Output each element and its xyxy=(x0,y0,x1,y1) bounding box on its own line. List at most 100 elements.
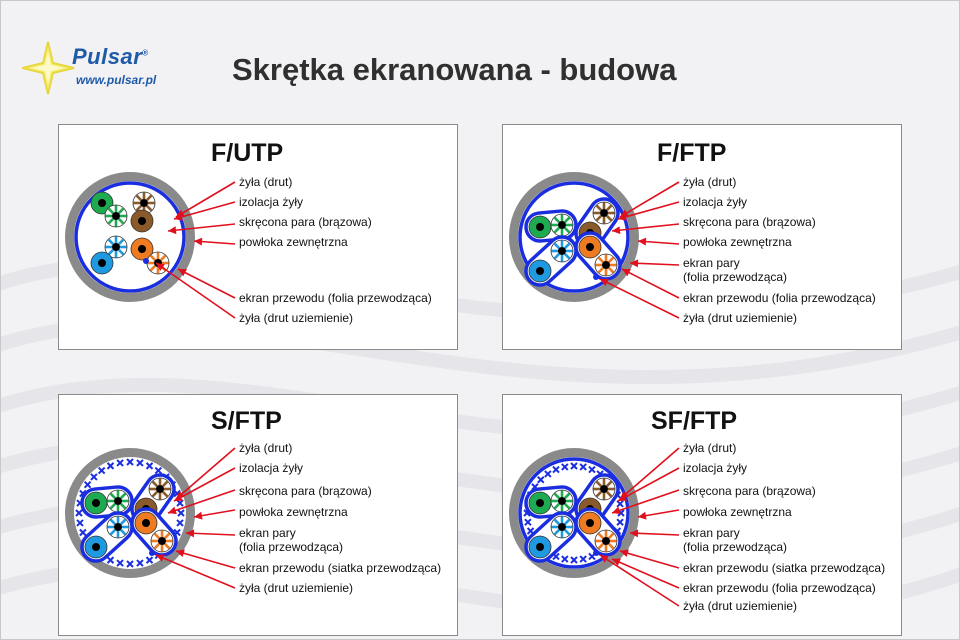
drain-wire xyxy=(593,550,599,556)
label-drain-wire: żyła (drut uziemienie) xyxy=(683,311,798,325)
conductor xyxy=(148,477,172,501)
braid-strand xyxy=(79,528,87,537)
conductor xyxy=(130,237,154,261)
braid-strand xyxy=(176,519,184,527)
callout-arrow-line xyxy=(599,554,680,607)
stripe xyxy=(109,502,117,510)
braid-strand xyxy=(75,509,83,517)
cable-foil-shield xyxy=(518,181,630,293)
conductor xyxy=(528,491,552,515)
label-pair-shield: ekran pary xyxy=(683,256,740,270)
wire-core xyxy=(558,247,566,255)
callout-arrow-line xyxy=(611,558,680,589)
callout-arrow-head xyxy=(178,269,187,277)
label-cable-foil-shield: ekran przewodu (folia przewodząca) xyxy=(683,581,876,595)
braid-strand xyxy=(106,462,115,470)
braid-strand xyxy=(616,518,624,526)
callout-arrow-head xyxy=(620,549,629,558)
panel-futp: F/UTP żyła (drut) izolacja żyły skręcona… xyxy=(58,124,458,350)
stripe xyxy=(119,492,127,500)
stripe xyxy=(553,252,561,260)
stripe xyxy=(109,492,117,500)
label-cable-braid-shield: ekran przewodu (siatka przewodząca) xyxy=(239,561,442,575)
wire-core xyxy=(138,245,146,253)
braid-strand xyxy=(97,466,106,475)
stripe xyxy=(595,214,603,222)
braid-strand xyxy=(544,470,552,478)
braid-strand xyxy=(136,459,144,467)
conductor xyxy=(594,253,618,277)
label-wire-insulation: izolacja żyły xyxy=(239,195,304,209)
conductor xyxy=(106,515,130,539)
pair-blue xyxy=(80,511,134,563)
callout-arrow-line xyxy=(185,532,236,536)
label-outer-jacket: powłoka zewnętrzna xyxy=(239,505,348,519)
stripe xyxy=(163,542,171,550)
label-wire: żyła (drut) xyxy=(239,175,293,189)
stripe xyxy=(117,217,125,225)
label-twisted-pair: skręcona para (brązowa) xyxy=(239,484,372,498)
callout-arrow-line xyxy=(611,489,680,514)
brand-name: Pulsar® xyxy=(72,44,149,69)
stripe xyxy=(595,480,603,488)
pair-orange xyxy=(130,507,178,557)
wire-core xyxy=(586,243,594,251)
cable-cross-section-sfftp xyxy=(509,447,680,607)
pair-green xyxy=(524,485,578,519)
stripe xyxy=(553,528,561,536)
callout-arrow-head xyxy=(618,493,627,501)
stripe xyxy=(563,242,571,250)
stripe xyxy=(145,194,153,202)
pair-orange xyxy=(130,237,170,275)
callout-arrow-head xyxy=(630,529,639,538)
callout-arrow-head xyxy=(156,263,165,271)
stripe xyxy=(607,542,615,550)
stripe xyxy=(151,480,159,488)
stripe xyxy=(563,502,571,510)
wire-core xyxy=(602,261,610,269)
callout-arrow-line xyxy=(617,201,680,220)
conductor xyxy=(592,477,616,501)
stripe xyxy=(553,502,561,510)
stripe xyxy=(597,256,605,264)
stripe xyxy=(151,490,159,498)
braid-strand xyxy=(524,518,532,526)
stripe xyxy=(117,207,125,215)
panel-title: F/UTP xyxy=(211,139,284,167)
callout-arrow-line xyxy=(167,489,236,514)
conductor xyxy=(84,535,108,559)
label-wire: żyła (drut) xyxy=(239,441,293,455)
wire-core xyxy=(98,259,106,267)
braid-strand xyxy=(90,473,98,481)
stripe xyxy=(149,264,157,272)
label-drain-wire: żyła (drut uziemienie) xyxy=(239,311,354,325)
callout-arrow-head xyxy=(622,269,631,277)
braid-strand xyxy=(145,462,154,470)
conductor xyxy=(528,535,552,559)
conductor xyxy=(84,491,108,515)
braid-strand xyxy=(145,556,154,564)
panel-sfftp: SF/FTP żyła (drut) izolacja żyły skręcon… xyxy=(502,394,902,636)
stripe xyxy=(119,528,127,536)
callout-arrow-line xyxy=(629,532,680,536)
braid-strand xyxy=(106,556,115,564)
label-wire: żyła (drut) xyxy=(683,441,737,455)
pair-orange xyxy=(574,507,622,557)
stripe xyxy=(553,518,561,526)
conductor xyxy=(104,204,128,228)
braid-strand xyxy=(116,459,124,467)
wire-core xyxy=(98,199,106,207)
page-title: Skrętka ekranowana - budowa xyxy=(232,52,677,87)
braid-strand xyxy=(579,463,587,471)
label-pair-shield: ekran pary xyxy=(239,526,296,540)
label-pair-shield-foil: (folia przewodząca) xyxy=(683,270,788,284)
brand-url[interactable]: www.pulsar.pl xyxy=(76,73,157,87)
wire-core xyxy=(602,537,610,545)
label-twisted-pair: skręcona para (brązowa) xyxy=(683,484,816,498)
callout-arrow-head xyxy=(194,237,203,246)
stripe xyxy=(595,204,603,212)
label-wire-insulation: izolacja żyły xyxy=(239,461,304,475)
stripe xyxy=(595,490,603,498)
stripe xyxy=(553,492,561,500)
wire-core xyxy=(112,243,120,251)
